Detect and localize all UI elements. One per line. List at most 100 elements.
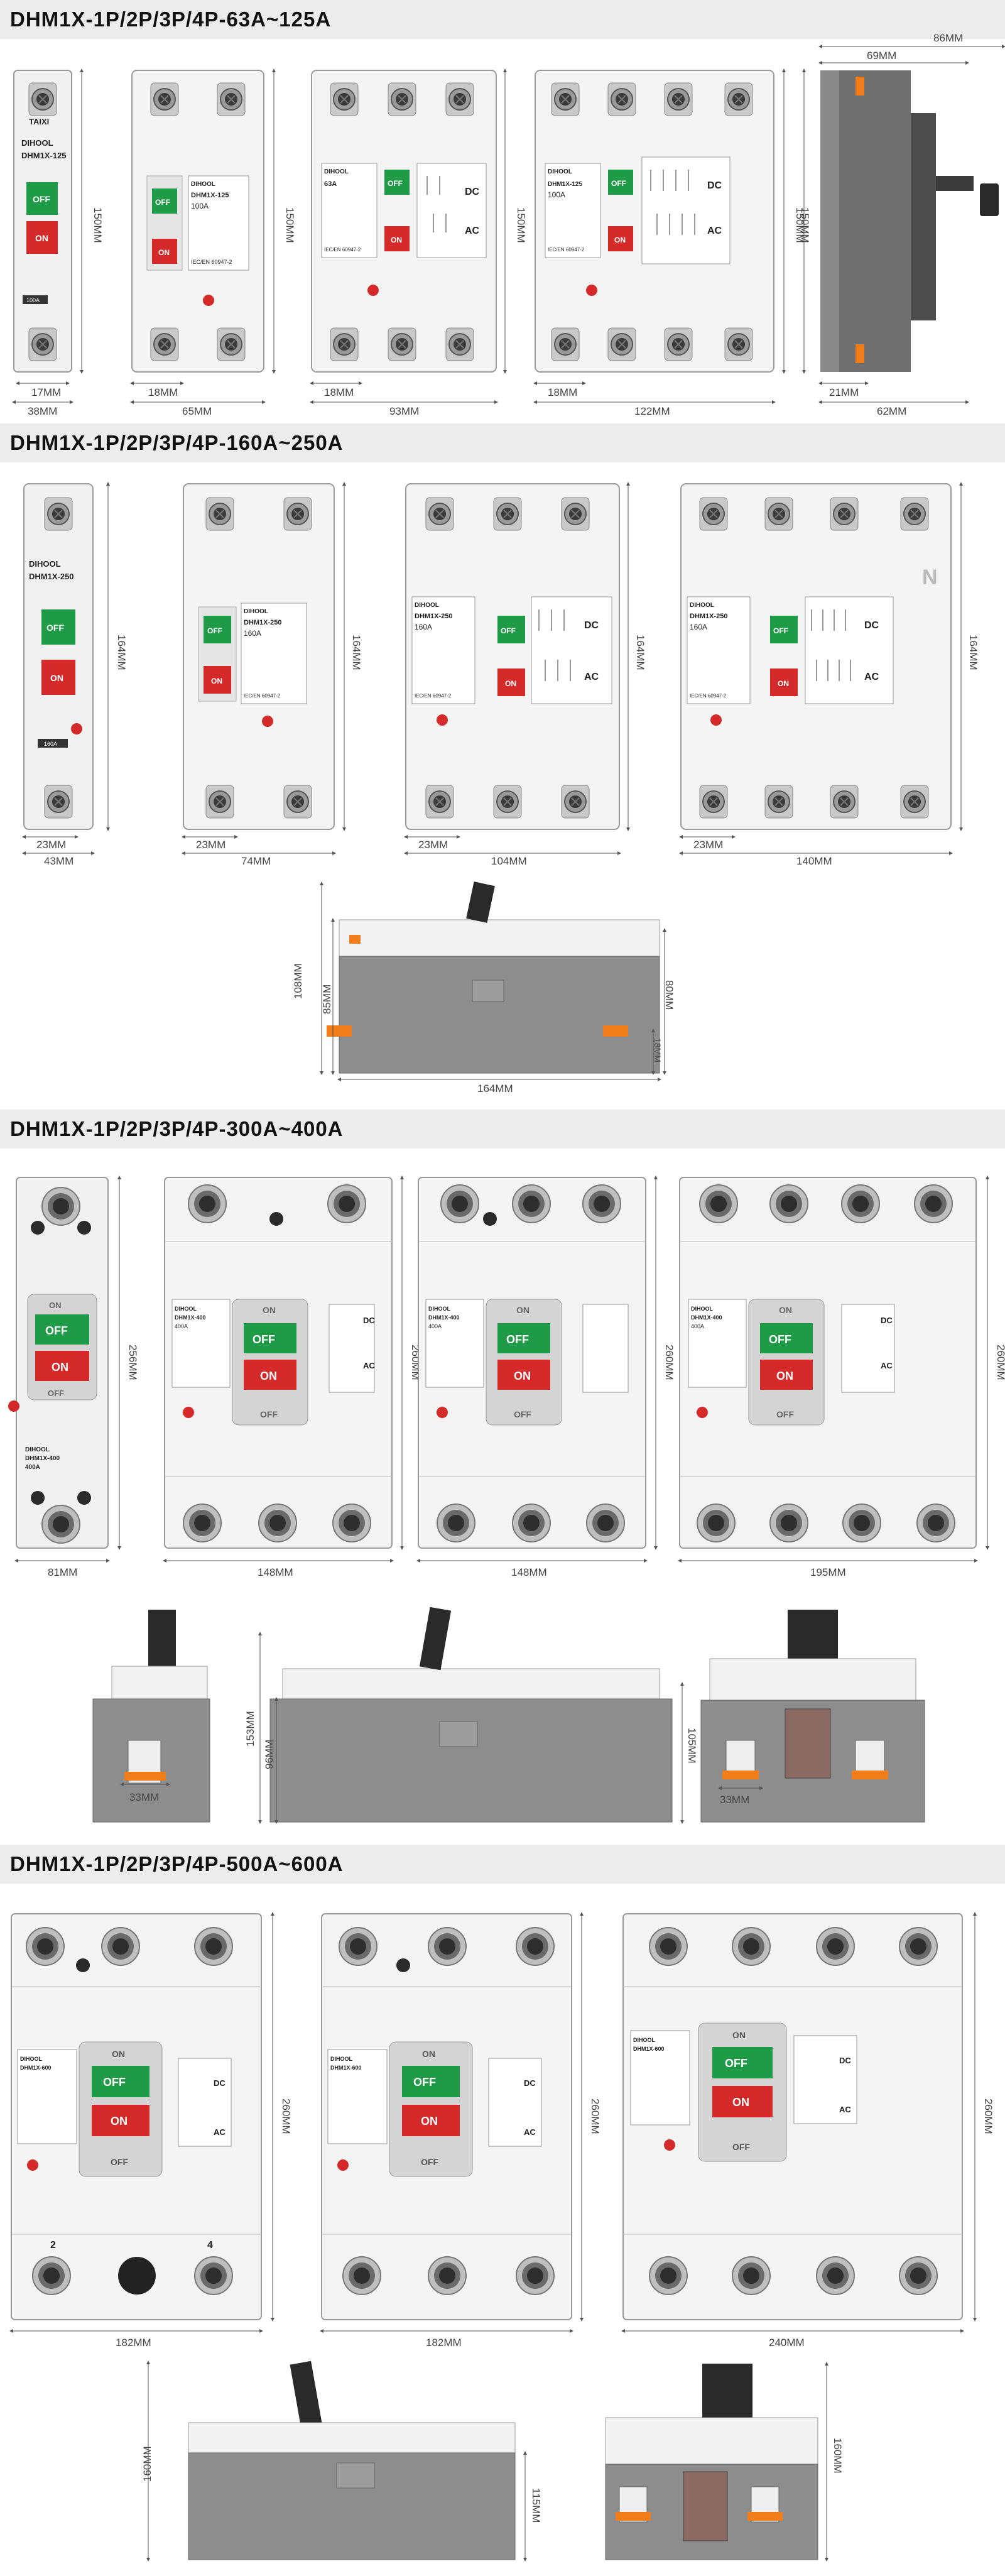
off-button[interactable] bbox=[402, 2066, 460, 2097]
dim-label: 150MM bbox=[799, 207, 811, 243]
brand-label: DIHOOL bbox=[548, 168, 572, 175]
dim-label: 115MM bbox=[530, 2488, 542, 2523]
dim-label: 260MM bbox=[982, 2098, 994, 2134]
dim-label: 148MM bbox=[258, 1566, 293, 1578]
ac-label: AC bbox=[584, 672, 599, 682]
dim-label: 23MM bbox=[693, 839, 723, 851]
model-label: DHM1X-250 bbox=[244, 619, 282, 626]
brand-label: DIHOOL bbox=[20, 2056, 43, 2062]
on-button[interactable] bbox=[497, 1360, 550, 1390]
off-button[interactable] bbox=[497, 616, 525, 643]
off-button[interactable] bbox=[770, 616, 798, 643]
off-button[interactable] bbox=[384, 170, 410, 195]
off-button[interactable] bbox=[152, 188, 177, 214]
off-label: OFF bbox=[611, 179, 626, 188]
dim-label: 96MM bbox=[263, 1740, 275, 1769]
rating-label: 160A bbox=[44, 741, 57, 747]
off-button[interactable] bbox=[35, 1314, 89, 1345]
on-button[interactable] bbox=[35, 1351, 89, 1381]
brand-label: DIHOOL bbox=[324, 168, 349, 175]
rating-label: 400A bbox=[691, 1323, 704, 1329]
on-button[interactable] bbox=[204, 666, 231, 694]
on-label: ON bbox=[52, 1361, 68, 1373]
off-label: OFF bbox=[48, 1389, 64, 1398]
rating-label: 100A bbox=[548, 190, 565, 199]
section-title: DHM1X-1P/2P/3P/4P-63A~125A bbox=[10, 8, 332, 31]
off-button[interactable] bbox=[204, 616, 231, 643]
on-label: ON bbox=[112, 2049, 125, 2059]
ac-label: AC bbox=[881, 1361, 893, 1370]
brand-label: DIHOOL bbox=[428, 1306, 451, 1312]
model-label: DHM1X-600 bbox=[20, 2065, 52, 2071]
off-label: OFF bbox=[769, 1333, 791, 1346]
dim-label: 43MM bbox=[44, 855, 73, 867]
breaker-4p-400: DIHOOL DHM1X-400 400A ON OFF ON OFF DC A… bbox=[679, 1177, 977, 1549]
on-button[interactable] bbox=[26, 221, 58, 254]
on-button[interactable] bbox=[497, 669, 525, 696]
standard-label: IEC/EN 60947-2 bbox=[548, 247, 585, 253]
on-button[interactable] bbox=[608, 226, 633, 251]
dim-label: 105MM bbox=[686, 1728, 698, 1764]
on-button[interactable] bbox=[41, 660, 75, 695]
off-button[interactable] bbox=[712, 2047, 773, 2078]
terminal-label: 2 bbox=[50, 2240, 56, 2251]
on-button[interactable] bbox=[244, 1360, 296, 1390]
neutral-label: N bbox=[922, 565, 938, 589]
on-button[interactable] bbox=[92, 2105, 149, 2136]
side-view-400-mid bbox=[269, 1607, 673, 1823]
dim-label: 164MM bbox=[634, 635, 646, 670]
off-button[interactable] bbox=[41, 609, 75, 645]
dim-label: 33MM bbox=[129, 1791, 159, 1803]
dim-label: 260MM bbox=[589, 2098, 601, 2134]
ac-label: AC bbox=[864, 672, 879, 682]
on-label: ON bbox=[516, 1305, 530, 1315]
on-label: ON bbox=[391, 236, 402, 244]
dim-label: 33MM bbox=[720, 1794, 749, 1806]
dc-label: DC bbox=[707, 180, 722, 191]
on-button[interactable] bbox=[760, 1360, 813, 1390]
model-label: DHM1X-125 bbox=[548, 181, 582, 188]
section-title: DHM1X-1P/2P/3P/4P-160A~250A bbox=[10, 431, 344, 454]
dim-label: 164MM bbox=[477, 1083, 513, 1094]
off-button[interactable] bbox=[26, 182, 58, 215]
off-button[interactable] bbox=[608, 170, 633, 195]
on-button[interactable] bbox=[384, 226, 410, 251]
breaker-4p-125: DIHOOL DHM1X-125 100A IEC/EN 60947-2 OFF… bbox=[535, 70, 774, 373]
standard-label: IEC/EN 60947-2 bbox=[690, 693, 727, 699]
off-button[interactable] bbox=[497, 1323, 550, 1353]
off-button[interactable] bbox=[760, 1323, 813, 1353]
dim-label: 195MM bbox=[810, 1566, 846, 1578]
ac-label: AC bbox=[363, 1361, 375, 1370]
ac-label: AC bbox=[465, 226, 480, 236]
on-button[interactable] bbox=[152, 239, 177, 264]
on-button[interactable] bbox=[402, 2105, 460, 2136]
on-label: ON bbox=[505, 679, 516, 688]
standard-label: IEC/EN 60947-2 bbox=[324, 247, 361, 253]
dim-label: 81MM bbox=[48, 1566, 77, 1578]
standard-label: IEC/EN 60947-2 bbox=[244, 693, 281, 699]
dc-label: DC bbox=[465, 187, 480, 197]
on-label: ON bbox=[50, 673, 63, 683]
on-label: ON bbox=[732, 2030, 746, 2040]
off-label: OFF bbox=[253, 1333, 275, 1346]
brand-label: DIHOOL bbox=[175, 1306, 197, 1312]
section-title: DHM1X-1P/2P/3P/4P-300A~400A bbox=[10, 1117, 344, 1140]
off-button[interactable] bbox=[244, 1323, 296, 1353]
standard-label: IEC/EN 60947-2 bbox=[191, 259, 232, 265]
brand-label: DIHOOL bbox=[330, 2056, 353, 2062]
on-button[interactable] bbox=[712, 2086, 773, 2117]
dim-label: 260MM bbox=[663, 1345, 675, 1380]
dim-label: 18MM bbox=[324, 386, 354, 398]
on-label: ON bbox=[732, 2096, 749, 2109]
off-label: OFF bbox=[103, 2076, 126, 2088]
on-button[interactable] bbox=[770, 669, 798, 696]
model-label: DHM1X-600 bbox=[633, 2046, 665, 2052]
dim-label: 80MM bbox=[663, 980, 675, 1010]
dc-label: DC bbox=[363, 1316, 375, 1325]
brand-label: DIHOOL bbox=[691, 1306, 714, 1312]
breaker-1p-250: DIHOOL DHM1X-250 OFF ON 160A bbox=[23, 483, 94, 830]
on-label: ON bbox=[260, 1370, 277, 1382]
side-view-250 bbox=[327, 881, 660, 1074]
model-label: DHM1X-400 bbox=[175, 1314, 206, 1321]
off-button[interactable] bbox=[92, 2066, 149, 2097]
